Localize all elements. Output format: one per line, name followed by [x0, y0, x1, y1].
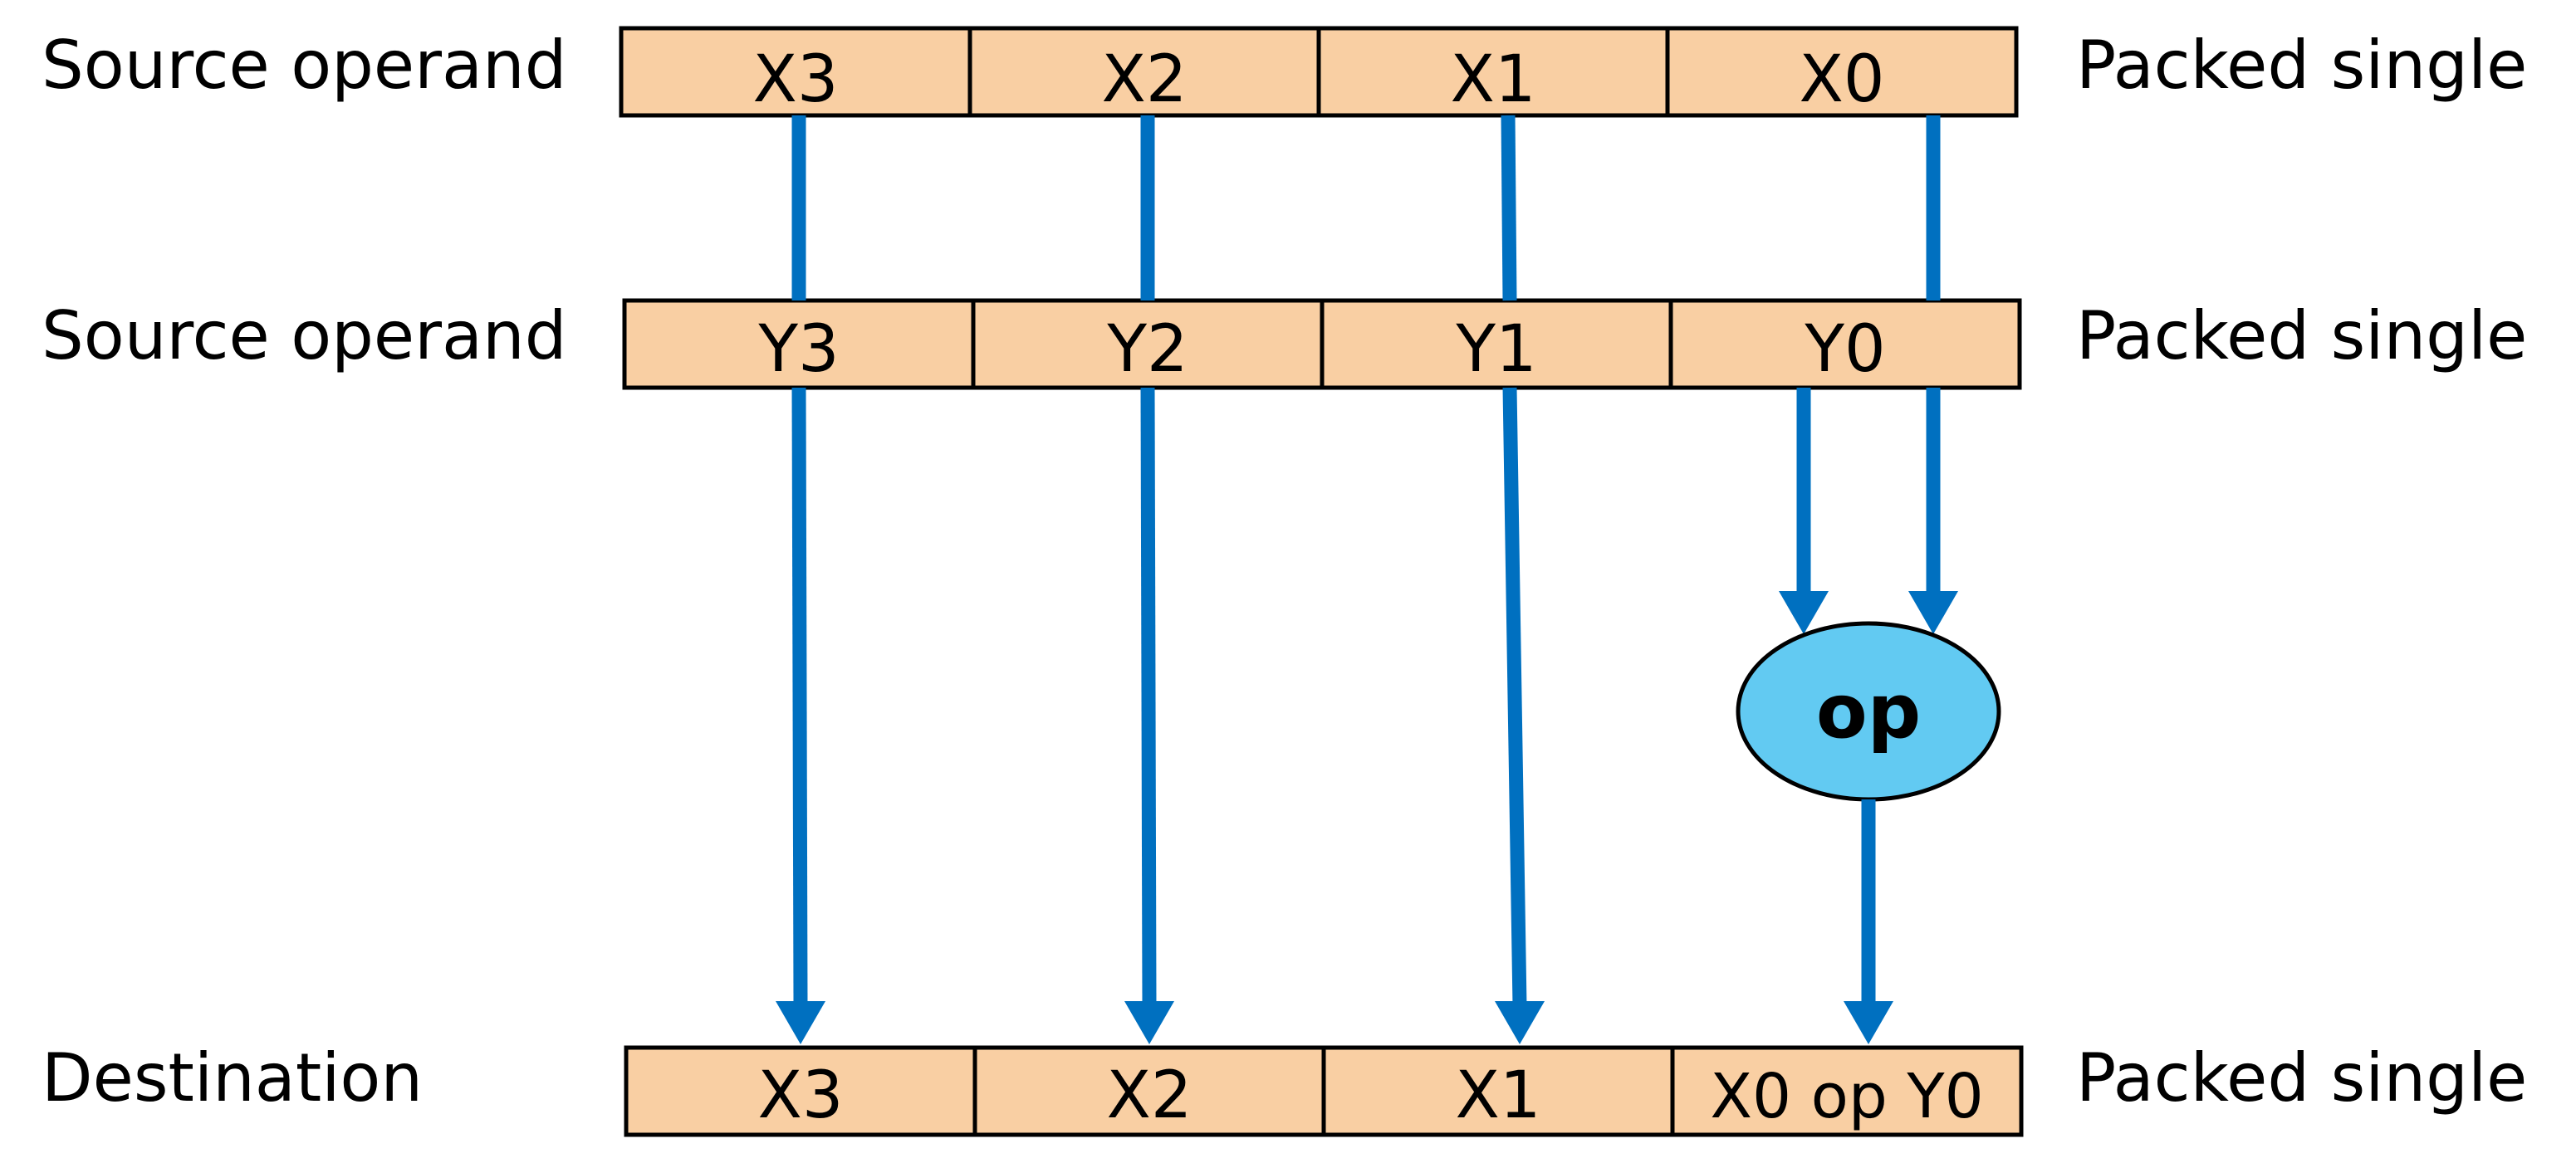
source-x-type-label: Packed single	[2076, 27, 2527, 104]
arrow-x2-line	[1140, 387, 1157, 1007]
destination-type-label: Packed single	[2076, 1039, 2527, 1117]
source-x-label: Source operand	[42, 27, 567, 104]
source-y-cell-2	[971, 298, 1325, 390]
source-x-cell-0	[1665, 26, 2019, 118]
source-x-cell-2	[967, 26, 1321, 118]
destination-cell-0	[1670, 1045, 2024, 1137]
destination-cell-3	[624, 1045, 977, 1137]
arrow-x3-head	[776, 1001, 825, 1044]
arrow-op-head	[1844, 1001, 1893, 1044]
op-output-arrow	[1844, 799, 1893, 1044]
destination-cell-2-text: X2	[1106, 1058, 1192, 1133]
source-y-type-label: Packed single	[2076, 297, 2527, 374]
arrow-x1-line	[1502, 387, 1527, 1007]
arrow-x2-head	[1124, 1001, 1174, 1044]
arrow-x1-head	[1495, 1001, 1545, 1044]
source-x-cell-1-text: X1	[1450, 42, 1535, 117]
op-input-arrows	[1779, 388, 1958, 634]
source-x-cell-3	[619, 26, 972, 118]
op-node: op	[1736, 621, 2001, 802]
x-to-y-connectors	[791, 115, 1941, 301]
destination-cell-0-text: X0 op Y0	[1710, 1061, 1983, 1132]
source-x-register: X3 X2 X1 X0	[619, 26, 2019, 118]
destination-label: Destination	[42, 1039, 423, 1117]
destination-register: X3 X2 X1 X0 op Y0	[624, 1045, 2024, 1137]
source-x-cell-1	[1316, 26, 1670, 118]
arrow-x3-line	[791, 387, 808, 1007]
source-x-cell-0-text: X0	[1799, 42, 1884, 117]
destination-cell-3-text: X3	[757, 1058, 843, 1133]
pass-through-arrows	[776, 387, 1545, 1044]
source-y-cell-0-text: Y0	[1804, 312, 1885, 387]
source-x-cell-2-text: X2	[1101, 42, 1187, 117]
source-x-cell-3-text: X3	[752, 42, 838, 117]
source-y-cell-1	[1320, 298, 1673, 390]
source-y-register: Y3 Y2 Y1 Y0	[622, 298, 2022, 390]
source-y-cell-1-text: Y1	[1455, 312, 1536, 387]
source-y-label: Source operand	[42, 297, 567, 374]
destination-cell-1	[1321, 1045, 1675, 1137]
arrow-x0-head	[1908, 591, 1958, 634]
source-y-cell-2-text: Y2	[1106, 312, 1188, 387]
source-y-cell-3-text: Y3	[757, 312, 839, 387]
destination-cell-1-text: X1	[1455, 1058, 1540, 1133]
arrow-y0-head	[1779, 591, 1829, 634]
connector-x1	[1501, 115, 1517, 301]
op-label: op	[1816, 668, 1921, 755]
source-y-cell-0	[1668, 298, 2022, 390]
